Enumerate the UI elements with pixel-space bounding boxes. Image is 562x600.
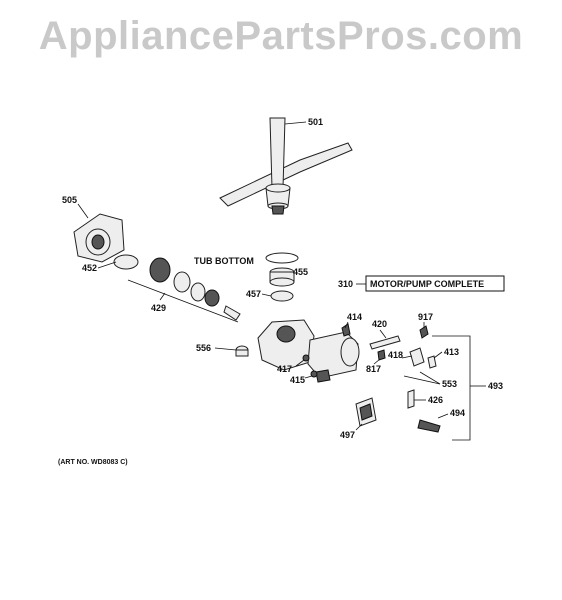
callout-426: 426 [428, 395, 443, 405]
callout-417: 417 [277, 364, 292, 374]
part-494[interactable] [417, 419, 441, 433]
callout-452: 452 [82, 263, 97, 273]
callout-917: 917 [418, 312, 433, 322]
callout-415: 415 [290, 375, 305, 385]
clamp-452[interactable] [113, 254, 139, 270]
callout-455: 455 [293, 267, 308, 277]
part-417[interactable] [302, 354, 310, 362]
watermark: AppliancePartsPros.com [38, 14, 524, 58]
spray-arm-assembly[interactable] [219, 117, 353, 215]
callout-457: 457 [246, 289, 261, 299]
motor-pump-complete-label: MOTOR/PUMP COMPLETE [370, 279, 484, 289]
part-413[interactable] [427, 355, 437, 369]
callout-505: 505 [62, 195, 77, 205]
callout-420: 420 [372, 319, 387, 329]
part-418[interactable] [409, 347, 425, 367]
callout-429: 429 [151, 303, 166, 313]
tub-bottom-ring [265, 252, 299, 264]
callout-556: 556 [196, 343, 211, 353]
part-415[interactable] [310, 370, 318, 378]
part-556[interactable] [235, 345, 249, 357]
tub-bottom-label: TUB BOTTOM [194, 256, 254, 266]
callout-414: 414 [347, 312, 362, 322]
motor-pump-complete-box [365, 275, 505, 292]
callout-493: 493 [488, 381, 503, 391]
art-number: (ART NO. WD8083 C) [58, 459, 128, 466]
manifold-505[interactable] [73, 213, 125, 263]
callout-497: 497 [340, 430, 355, 440]
seal-455[interactable] [269, 267, 295, 287]
callout-418: 418 [388, 350, 403, 360]
part-817[interactable] [377, 349, 386, 361]
part-426[interactable] [407, 389, 415, 409]
motor-pump-assembly[interactable] [257, 319, 360, 383]
callout-413: 413 [444, 347, 459, 357]
callout-817: 817 [366, 364, 381, 374]
clamp-457[interactable] [270, 290, 294, 302]
callout-310: 310 [338, 279, 353, 289]
callout-494: 494 [450, 408, 465, 418]
bracket-420[interactable] [369, 335, 401, 350]
part-497[interactable] [355, 397, 377, 427]
callout-553: 553 [442, 379, 457, 389]
callout-501: 501 [308, 117, 323, 127]
filter-kit-429[interactable] [149, 257, 241, 321]
